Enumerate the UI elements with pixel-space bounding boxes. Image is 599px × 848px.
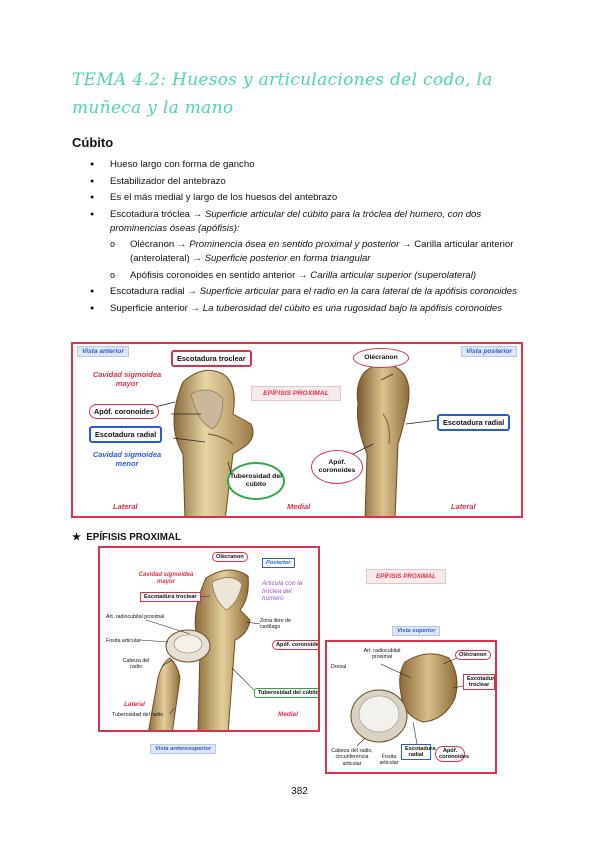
- lateral-label: Lateral: [124, 701, 145, 708]
- zona-libre-label: Zona libre de cartílago: [260, 618, 291, 631]
- dorsal-label: Dorsal: [331, 664, 347, 670]
- medial-label: Medial: [287, 502, 311, 511]
- bullet-list: Hueso largo con forma de gancho Estabili…: [90, 158, 530, 318]
- tuberosidad-cubito-label: Tuberosidad del cúbito: [254, 688, 318, 698]
- star-icon: ★: [72, 532, 81, 543]
- vista-anterosuperior-tag: Vista anterosuperior: [150, 744, 217, 754]
- olecranon-label: Olécranon: [212, 552, 248, 562]
- cabeza-label: Cabeza del radio: [122, 658, 150, 671]
- list-item: Superficie anterior → La tuberosidad del…: [90, 302, 530, 317]
- escotadura-troclear-label: Escotadura troclear: [140, 592, 201, 602]
- posterior-label: Posterior: [262, 558, 295, 568]
- olecranon-label: Olécranon: [353, 348, 409, 368]
- cavidad-mayor-label: Cavidad sigmoidea mayor: [138, 572, 194, 585]
- medial-label: Medial: [278, 711, 298, 718]
- epifisis-superior-figure: Art. radiocubital proximal Olécranon Dor…: [325, 640, 497, 774]
- escotadura-radial-label: Escotadura radial: [89, 426, 163, 443]
- apof-coronoides-label: Apóf. coronoides: [435, 746, 469, 762]
- section-heading: Cúbito: [72, 135, 114, 150]
- cavidad-mayor-label: Cavidad sigmoidea mayor: [92, 370, 162, 388]
- tuberosidad-label: Tuberosidad del cúbito: [227, 462, 285, 500]
- fosita-label: Fosita articular: [106, 638, 141, 644]
- ulna-anterior-posterior-figure: Vista anterior Vista posterior Escotadur…: [71, 342, 523, 518]
- art-radiocubital-label: Art. radiocubital proximal: [106, 614, 165, 620]
- tuberosidad-radio-label: Tuberosidad del radio: [112, 712, 164, 718]
- lateral-right-label: Lateral: [451, 502, 476, 511]
- superior-view-illustration: [350, 653, 464, 747]
- list-item: Olécranon → Prominencia ósea en sentido …: [110, 237, 530, 267]
- apof-coronoides-label: Apóf. coronoides: [272, 640, 318, 650]
- cavidad-menor-label: Cavidad sigmoidea menor: [92, 450, 162, 468]
- escotadura-radial-right-label: Escotadura radial: [437, 414, 511, 431]
- page-number: 382: [291, 786, 308, 797]
- epifisis-label: EPÍFISIS PROXIMAL: [251, 386, 341, 401]
- sub-list: Olécranon → Prominencia ósea en sentido …: [110, 237, 530, 284]
- elbow-illustration: [139, 569, 261, 730]
- apof-coronoides-label: Apóf. coronoides: [89, 404, 159, 419]
- art-radiocubital-label: Art. radiocubital proximal: [363, 648, 401, 661]
- articula-label: Articula con la tróclea del húmero: [262, 580, 303, 603]
- page-title: TEMA 4.2: Huesos y articulaciones del co…: [72, 70, 493, 118]
- fosita-label: Fosita articular: [379, 754, 399, 767]
- list-item: Escotadura radial → Superficie articular…: [90, 285, 530, 300]
- list-item: Apófisis coronoides en sentido anterior …: [110, 268, 530, 284]
- list-item: Es el más medial y largo de los huesos d…: [90, 191, 530, 206]
- vista-anterior-tag: Vista anterior: [77, 346, 129, 357]
- vista-posterior-tag: Vista posterior: [461, 346, 517, 357]
- escotadura-troclear-label: Escotadura troclear: [463, 674, 495, 690]
- cabeza-radio-label: Cabeza del radio, circunferencia articul…: [331, 748, 373, 767]
- section-heading-epifisis: ★ EPÍFISIS PROXIMAL: [72, 532, 181, 543]
- apof-coronoides-right-label: Apóf. coronoides: [311, 450, 363, 484]
- epifisis-anterosuperior-figure: Olécranon Posterior Articula con la tróc…: [98, 546, 320, 732]
- list-item: Escotadura tróclea → Superficie articula…: [90, 208, 530, 284]
- olecranon-label: Olécranon: [455, 650, 491, 660]
- lateral-left-label: Lateral: [113, 502, 138, 511]
- vista-superior-tag: Vista superior: [392, 626, 441, 636]
- list-item: Hueso largo con forma de gancho: [90, 158, 530, 173]
- escotadura-troclear-label: Escotadura troclear: [171, 350, 252, 367]
- list-item: Estabilizador del antebrazo: [90, 175, 530, 190]
- escotadura-radial-label: Escotadura radial: [401, 744, 435, 760]
- epifisis-tag: EPÍFISIS PROXIMAL: [366, 569, 446, 584]
